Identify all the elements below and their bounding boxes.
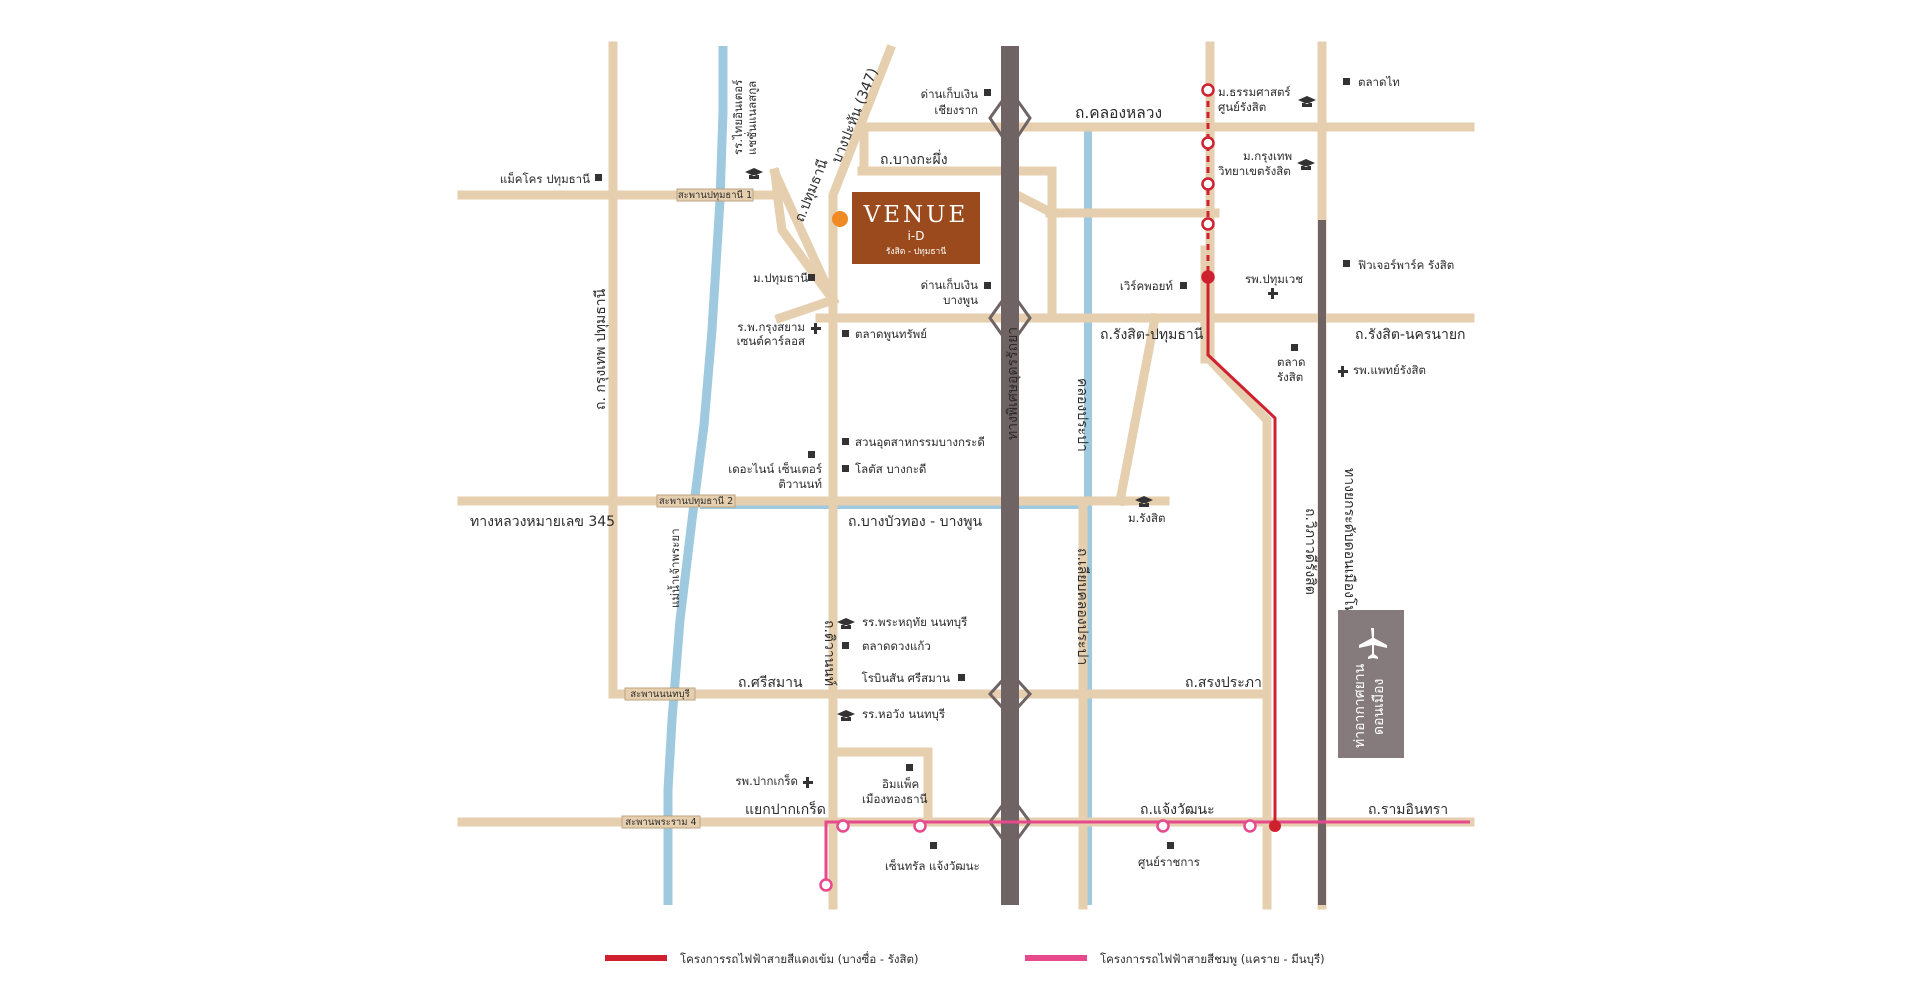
label-satriwitthaya: รร.พระหฤทัย นนทบุรี [862, 615, 967, 629]
label-makro: แม็คโคร ปทุมธานี [500, 171, 590, 186]
label-pathum-thani-road: ถ.ปทุมธานี [792, 157, 832, 225]
label-bangkok-univ-1: ม.กรุงเทพ [1243, 149, 1292, 163]
chao-phraya-river [663, 46, 728, 905]
label-thai-india-school-1: รร.ไทยอินเตอร์ [731, 80, 745, 155]
label-pathumwech: รพ.ปทุมเวช [1245, 272, 1303, 286]
legend: โครงการรถไฟฟ้าสายสีแดงเข้ม (บางซื่อ - รั… [605, 951, 1325, 966]
bridge-phra-ram-4: สะพานพระราม 4 [625, 817, 696, 828]
label-songprapha: ถ.สรงประภา [1185, 675, 1262, 691]
label-talad-rangsit-1: ตลาด [1277, 355, 1305, 369]
label-don-mueang-tollway: ทางยกระดับดอนเมืองโทลล์เวย์ [1341, 468, 1358, 653]
label-lotus-bangkadi: โลตัส บางกะดี [855, 462, 926, 476]
label-the-nine-2: ติวานนท์ [778, 477, 822, 491]
label-bangkok-univ-2: วิทยาเขตรังสิต [1217, 164, 1290, 178]
bridge-pathum-1: สะพานปทุมธานี 1 [678, 189, 752, 201]
label-pakkret-hospital: รพ.ปากเกร็ด [735, 773, 798, 788]
label-talad-thai: ตลาดไท [1358, 75, 1400, 89]
label-talad-duangkaew: ตลาดดวงแก้ว [862, 639, 931, 653]
label-worldpoint: เวิร์คพอยท์ [1120, 279, 1173, 293]
airport-name-2: ดอนเมือง [1371, 679, 1387, 735]
label-impact-1: อิมแพ็ค [882, 776, 919, 791]
venue-sub: i-D [908, 229, 925, 243]
legend-pink-swatch [1025, 955, 1087, 961]
label-phaet-rangsit: รพ.แพทย์รังสิต [1353, 363, 1426, 377]
label-rangsit-nakhon-nayok: ถ.รังสิต-นครนายก [1355, 327, 1466, 343]
label-uttraphimuk: ทางพิเศษอุดรรัถยา [1005, 327, 1021, 440]
place-markers [595, 78, 1350, 849]
legend-red-line: โครงการรถไฟฟ้าสายสีแดงเข้ม (บางซื่อ - รั… [680, 951, 918, 966]
label-robinson: โรบินสัน ศรีสมาน [862, 671, 951, 685]
label-govt-center: ศูนย์ราชการ [1138, 855, 1200, 869]
label-thammasat-1: ม.ธรรมศาสตร์ [1218, 85, 1291, 99]
label-thammasat-2: ศูนย์รังสิต [1218, 100, 1266, 114]
label-bang-phun-toll-1: ด่านเก็บเงิน [921, 277, 979, 292]
red-line-stations [1201, 83, 1215, 284]
hospital-cross-icon [803, 288, 1348, 788]
label-horwang: รร.หอวัง นนทบุรี [862, 707, 945, 721]
label-impact-2: เมืองทองธานี [862, 792, 928, 806]
bridge-nonthaburi: สะพานนนทบุรี [630, 688, 689, 700]
airplane-icon [1359, 628, 1387, 659]
label-chiang-rak-toll-1: ด่านเก็บเงิน [921, 86, 979, 101]
venue-location-pin[interactable] [832, 211, 848, 227]
label-siam-hospital-1: ร.พ.กรุงสยาม [737, 320, 805, 334]
label-siam-hospital-2: เซนต์คาร์ลอส [737, 334, 805, 348]
label-the-nine-1: เดอะไนน์ เซ็นเตอร์ [728, 461, 822, 476]
label-chiang-rak-toll-2: เชียงราก [934, 103, 978, 117]
label-khlong-prapa: คลองประปา [1074, 378, 1090, 452]
interchanges [987, 87, 1033, 852]
label-rangsit-univ: ม.รังสิต [1128, 511, 1166, 525]
pink-line-stations [819, 819, 1257, 892]
label-vibhavadi: ถ.วิภาวดีรังสิต [1302, 508, 1318, 595]
label-talad-phun-sap: ตลาดพูนทรัพย์ [855, 327, 927, 341]
legend-pink-line: โครงการรถไฟฟ้าสายสีชมพู (แคราย - มีนบุรี… [1100, 952, 1325, 966]
label-pak-kret-junction: แยกปากเกร็ด [745, 800, 826, 818]
label-chao-phraya: แม่น้ำเจ้าพระยา [667, 528, 682, 608]
label-thai-india-school-2: แชชั่นแนลสกูล [744, 81, 759, 155]
label-bang-phun-toll-2: บางพูน [943, 293, 978, 307]
airport-name-1: ท่าอากาศยาน [1352, 663, 1368, 748]
red-line-route [1206, 278, 1277, 822]
label-si-saman: ถ.ศรีสมาน [738, 675, 803, 691]
label-bang-kaphueng: ถ.บางกะผึ่ง [880, 150, 948, 168]
label-khlong-luang: ถ.คลองหลวง [1075, 104, 1162, 122]
label-future-park: ฟิวเจอร์พาร์ค รังสิต [1358, 258, 1454, 272]
label-highway-345: ทางหลวงหมายเลข 345 [470, 514, 615, 530]
label-krungthep-pathum: ถ. กรุงเทพ ปทุมธานี [593, 288, 609, 410]
label-chaeng-watthana: ถ.แจ้งวัฒนะ [1140, 802, 1215, 818]
label-rangsit-pathum: ถ.รังสิต-ปทุมธานี [1100, 327, 1204, 343]
interchange-station [1269, 820, 1281, 832]
label-suan-ut: สวนอุตสาหกรรมบางกระดี [855, 435, 985, 449]
label-talad-rangsit-2: รังสิต [1277, 370, 1303, 384]
label-ram-intra: ถ.รามอินทรา [1368, 802, 1448, 818]
bridge-pathum-2: สะพานปทุมธานี 2 [659, 495, 733, 507]
legend-red-swatch [605, 955, 667, 961]
venue-name: VENUE [863, 202, 969, 228]
label-pathumthani-univ: ม.ปทุมธานี [753, 271, 808, 285]
label-lieb-khlong-prapa: ถ.เลียบคลองประปา [1074, 548, 1090, 665]
bridge-tags: สะพานปทุมธานี 1 สะพานปทุมธานี 2 สะพานนนท… [621, 188, 754, 829]
graduation-cap-icon [745, 96, 1316, 721]
don-mueang-airport[interactable]: ท่าอากาศยาน ดอนเมือง [1338, 610, 1404, 758]
label-bang-bua-thong: ถ.บางบัวทอง - บางพูน [848, 514, 982, 530]
venue-logo[interactable]: VENUE i-D รังสิต - ปทุมธานี [852, 192, 980, 264]
label-tiwanon: ถ.ติวานนท์ [821, 620, 838, 686]
label-central-cw: เซ็นทรัล แจ้งวัฒนะ [885, 858, 980, 873]
venue-place: รังสิต - ปทุมธานี [886, 246, 946, 257]
